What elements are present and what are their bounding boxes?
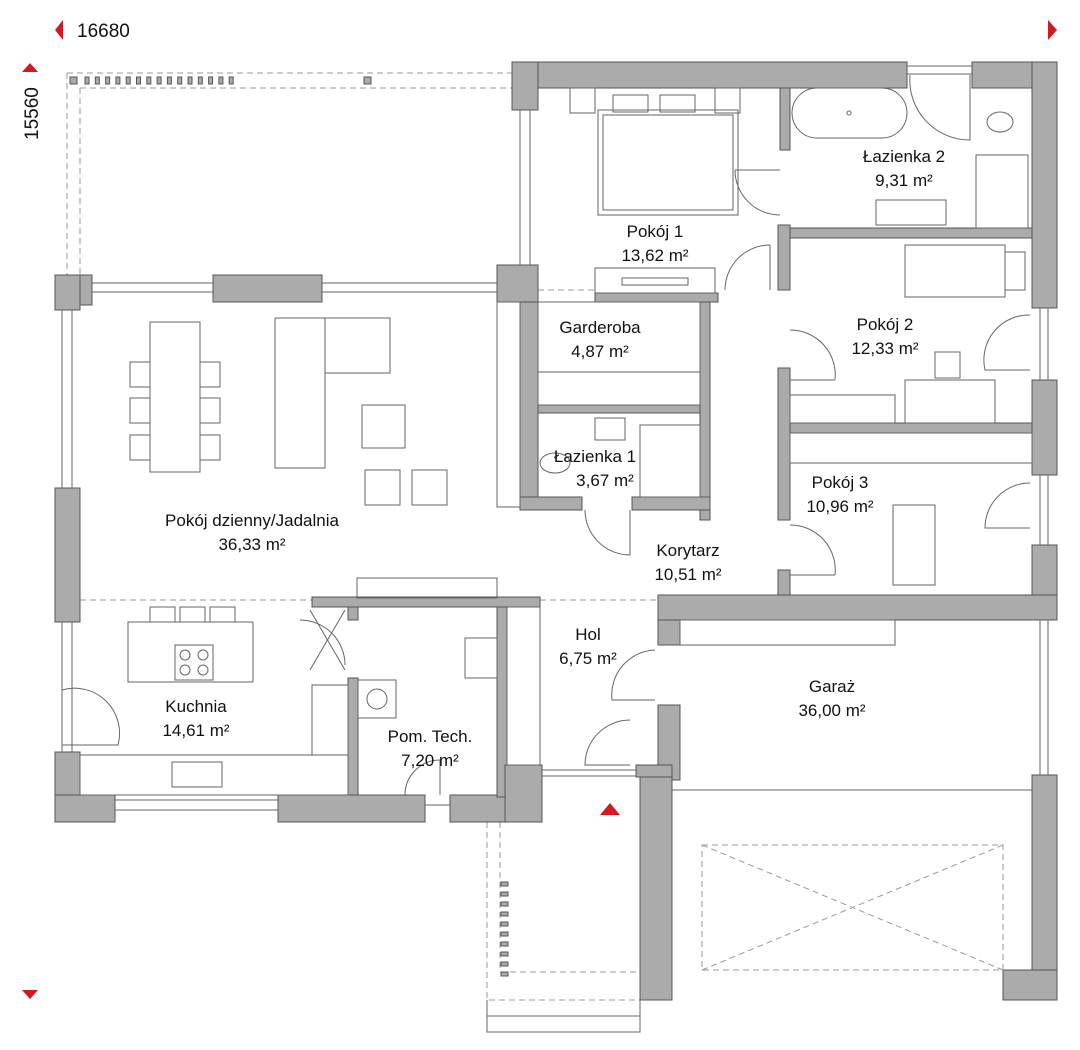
- pergola-post: [500, 961, 509, 967]
- room-area-pokoj-2: 12,33 m²: [851, 339, 918, 358]
- room-name-pokoj-2: Pokój 2: [857, 315, 914, 334]
- windows: [61, 65, 1049, 811]
- pergola-post: [136, 76, 141, 85]
- room-area-kuchnia: 14,61 m²: [162, 721, 229, 740]
- terrace-outline: [66, 72, 658, 1033]
- room-name-kuchnia: Kuchnia: [165, 697, 227, 716]
- pergola-post: [500, 901, 509, 907]
- pergola-post: [228, 76, 234, 85]
- room-name-korytarz: Korytarz: [656, 541, 719, 560]
- pergola-post: [500, 931, 509, 937]
- room-area-korytarz: 10,51 m²: [654, 565, 721, 584]
- room-area-pokoj-3: 10,96 m²: [806, 497, 873, 516]
- pergola-posts: [69, 76, 509, 977]
- pergola-post: [500, 881, 509, 887]
- pergola-post: [500, 911, 509, 917]
- room-name-hol: Hol: [575, 625, 601, 644]
- pergola-post: [500, 971, 509, 977]
- pergola-post: [218, 76, 224, 85]
- furniture: [79, 87, 1033, 796]
- room-name-garaz: Garaż: [809, 677, 855, 696]
- room-area-living: 36,33 m²: [218, 535, 285, 554]
- room-labels: Pokój 1 13,62 m² Łazienka 2 9,31 m² Gard…: [162, 147, 945, 770]
- room-area-lazienka-2: 9,31 m²: [875, 171, 933, 190]
- pergola-post: [115, 76, 121, 85]
- pergola-post: [105, 76, 111, 85]
- pergola-post: [146, 76, 152, 85]
- room-name-pokoj-1: Pokój 1: [627, 222, 684, 241]
- dimension-arrow-right: [1048, 20, 1057, 40]
- pergola-post: [197, 76, 203, 85]
- pergola-post: [187, 76, 193, 85]
- room-area-pom-tech: 7,20 m²: [401, 751, 459, 770]
- dimension-arrow-top: [22, 63, 38, 72]
- pergola-post: [94, 76, 100, 85]
- pergola-post: [500, 951, 509, 957]
- room-area-garaz: 36,00 m²: [798, 701, 865, 720]
- pergola-post: [500, 921, 509, 927]
- room-name-pokoj-3: Pokój 3: [812, 473, 869, 492]
- room-area-lazienka-1: 3,67 m²: [576, 471, 634, 490]
- room-name-garderoba: Garderoba: [559, 318, 641, 337]
- room-area-hol: 6,75 m²: [559, 649, 617, 668]
- room-name-lazienka-2: Łazienka 2: [863, 147, 945, 166]
- pergola-post: [84, 76, 90, 85]
- entrance-arrow: [600, 803, 620, 815]
- height-dimension: 15560: [22, 87, 43, 140]
- pergola-post: [177, 76, 183, 85]
- room-area-garderoba: 4,87 m²: [571, 342, 629, 361]
- pergola-post: [156, 76, 162, 85]
- dimension-arrow-bottom: [22, 990, 38, 999]
- room-name-living: Pokój dzienny/Jadalnia: [165, 511, 339, 530]
- pergola-post: [125, 76, 131, 85]
- room-area-pokoj-1: 13,62 m²: [621, 246, 688, 265]
- pergola-post: [500, 891, 509, 897]
- pergola-post: [500, 941, 509, 947]
- pergola-post: [166, 76, 172, 85]
- pergola-post: [208, 76, 214, 85]
- width-dimension: 16680: [77, 21, 130, 42]
- room-name-lazienka-1: Łazienka 1: [554, 447, 636, 466]
- walls: [54, 61, 1058, 1001]
- doors: [61, 74, 1031, 971]
- dimension-arrow-left: [55, 20, 63, 40]
- room-name-pom-tech: Pom. Tech.: [388, 727, 473, 746]
